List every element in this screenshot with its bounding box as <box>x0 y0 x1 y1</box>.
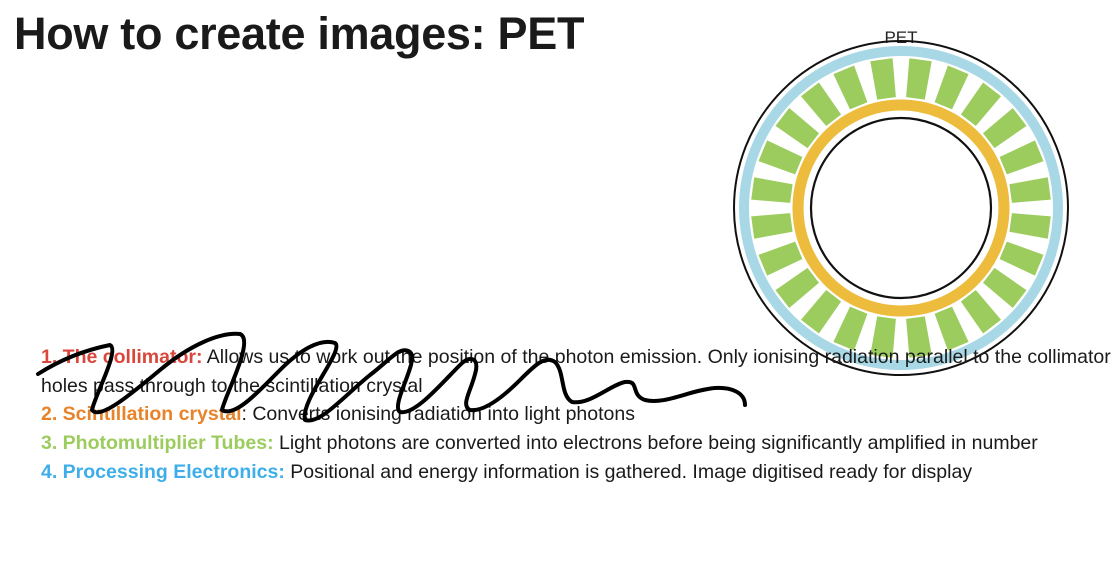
photomultiplier-detector <box>870 58 896 100</box>
inner-outline <box>809 116 993 300</box>
step-text: Allows us to work out the position of th… <box>41 346 1111 397</box>
photomultiplier-detector <box>960 290 1001 334</box>
detector-ring <box>751 58 1051 358</box>
photomultiplier-detector <box>751 213 793 239</box>
photomultiplier-detector <box>934 65 969 110</box>
pet-label: PET <box>884 28 917 47</box>
photomultiplier-detector <box>775 267 819 308</box>
photomultiplier-detector <box>906 58 932 100</box>
photomultiplier-detector <box>758 241 803 276</box>
step-text: : Converts ionising radiation into light… <box>241 403 635 426</box>
photomultiplier-detector <box>758 140 803 175</box>
photomultiplier-detector <box>906 316 932 358</box>
photomultiplier-detector <box>801 82 842 126</box>
photomultiplier-detector <box>870 316 896 358</box>
step-text: Positional and energy information is gat… <box>284 460 973 483</box>
steps-list: 1. The collimator: Allows us to work out… <box>41 343 1111 487</box>
photomultiplier-detector <box>1009 177 1051 203</box>
step-label: 1. The collimator: <box>41 346 203 368</box>
crystal-ring <box>792 99 1010 317</box>
step-electronics: 4. Processing Electronics: Positional an… <box>41 458 1111 487</box>
photomultiplier-detector <box>833 65 868 110</box>
photomultiplier-detector <box>983 108 1027 149</box>
step-label: 4. Processing Electronics: <box>41 460 285 483</box>
outer-outline <box>733 40 1069 376</box>
step-text: Light photons are converted into electro… <box>273 432 1038 455</box>
pet-scanner-diagram: PET <box>733 28 1069 376</box>
photomultiplier-detector <box>775 108 819 149</box>
photomultiplier-detector <box>1009 213 1051 239</box>
photomultiplier-detector <box>801 290 842 334</box>
light-blue-ring <box>739 46 1063 370</box>
step-label: 2. Scintillation crystal <box>41 403 242 426</box>
photomultiplier-detector <box>983 267 1027 308</box>
step-photomultiplier: 3. Photomultiplier Tubes: Light photons … <box>41 429 1111 458</box>
photomultiplier-detector <box>999 241 1044 276</box>
photomultiplier-detector <box>934 306 969 351</box>
step-label: 3. Photomultiplier Tubes: <box>41 432 274 455</box>
photomultiplier-detector <box>960 82 1001 126</box>
slide-title: How to create images: PET <box>14 8 585 59</box>
step-scintillation: 2. Scintillation crystal: Converts ionis… <box>41 400 1111 429</box>
step-collimator: 1. The collimator: Allows us to work out… <box>41 343 1111 400</box>
photomultiplier-detector <box>999 140 1044 175</box>
photomultiplier-detector <box>833 306 868 351</box>
photomultiplier-detector <box>751 177 793 203</box>
